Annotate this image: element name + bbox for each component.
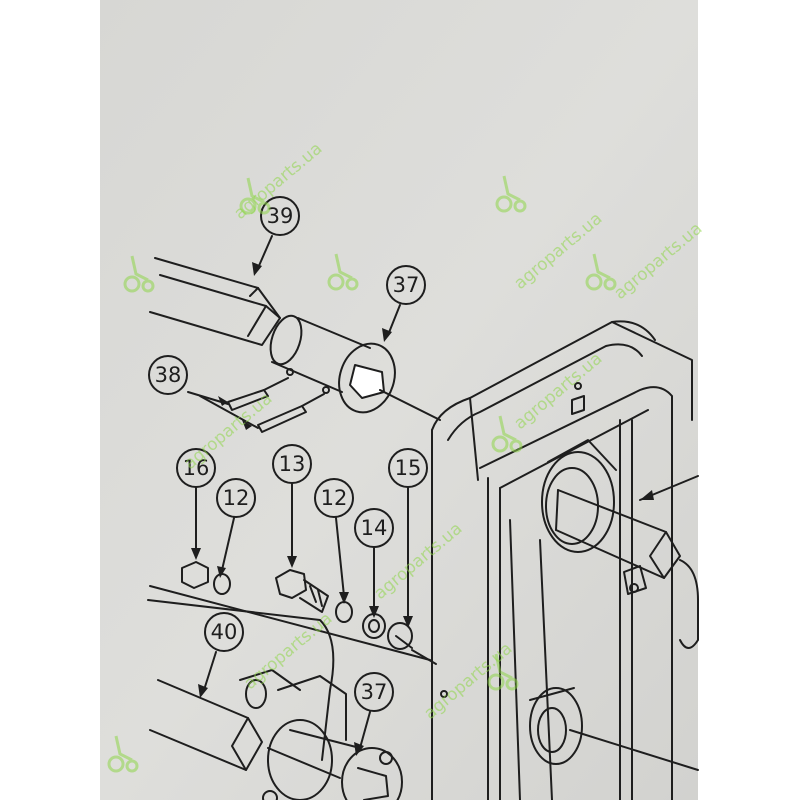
- callout-14: 14: [361, 516, 388, 540]
- watermark-logo-icon: [327, 253, 359, 291]
- sleeve-37-top: [269, 314, 396, 414]
- callout-37-top: 37: [393, 273, 420, 297]
- callout-circles: [148, 196, 428, 749]
- watermark-logo-icon: [107, 735, 139, 773]
- line-drawing: [147, 196, 699, 800]
- pins-38: [227, 377, 325, 433]
- leader-lines: [149, 389, 699, 771]
- watermark-logo-icon: [491, 415, 523, 453]
- callout-13: 13: [279, 452, 306, 476]
- watermark-logo-icon: [239, 177, 271, 215]
- watermark-logo-icon: [585, 253, 617, 291]
- lower-assembly: [147, 599, 403, 800]
- watermark-logo-icon: [123, 255, 155, 293]
- watermark-logo-icon: [487, 653, 519, 691]
- arrow-heads: [191, 262, 654, 756]
- callout-37-bottom: 37: [361, 680, 388, 704]
- callout-15: 15: [395, 456, 422, 480]
- bolt-13: [275, 569, 329, 613]
- callout-40: 40: [211, 620, 238, 644]
- callout-39: 39: [267, 204, 294, 228]
- callout-16: 16: [183, 456, 210, 480]
- callout-12-left: 12: [223, 486, 250, 510]
- watermark-logo-icon: [495, 175, 527, 213]
- callout-labels: 39 37 38 16 12 13 12 14 15 40 37: [155, 204, 422, 704]
- hex-shaft-39: [149, 257, 281, 346]
- callout-38: 38: [155, 363, 182, 387]
- callout-12-right: 12: [321, 486, 348, 510]
- frame-plate: [431, 320, 699, 800]
